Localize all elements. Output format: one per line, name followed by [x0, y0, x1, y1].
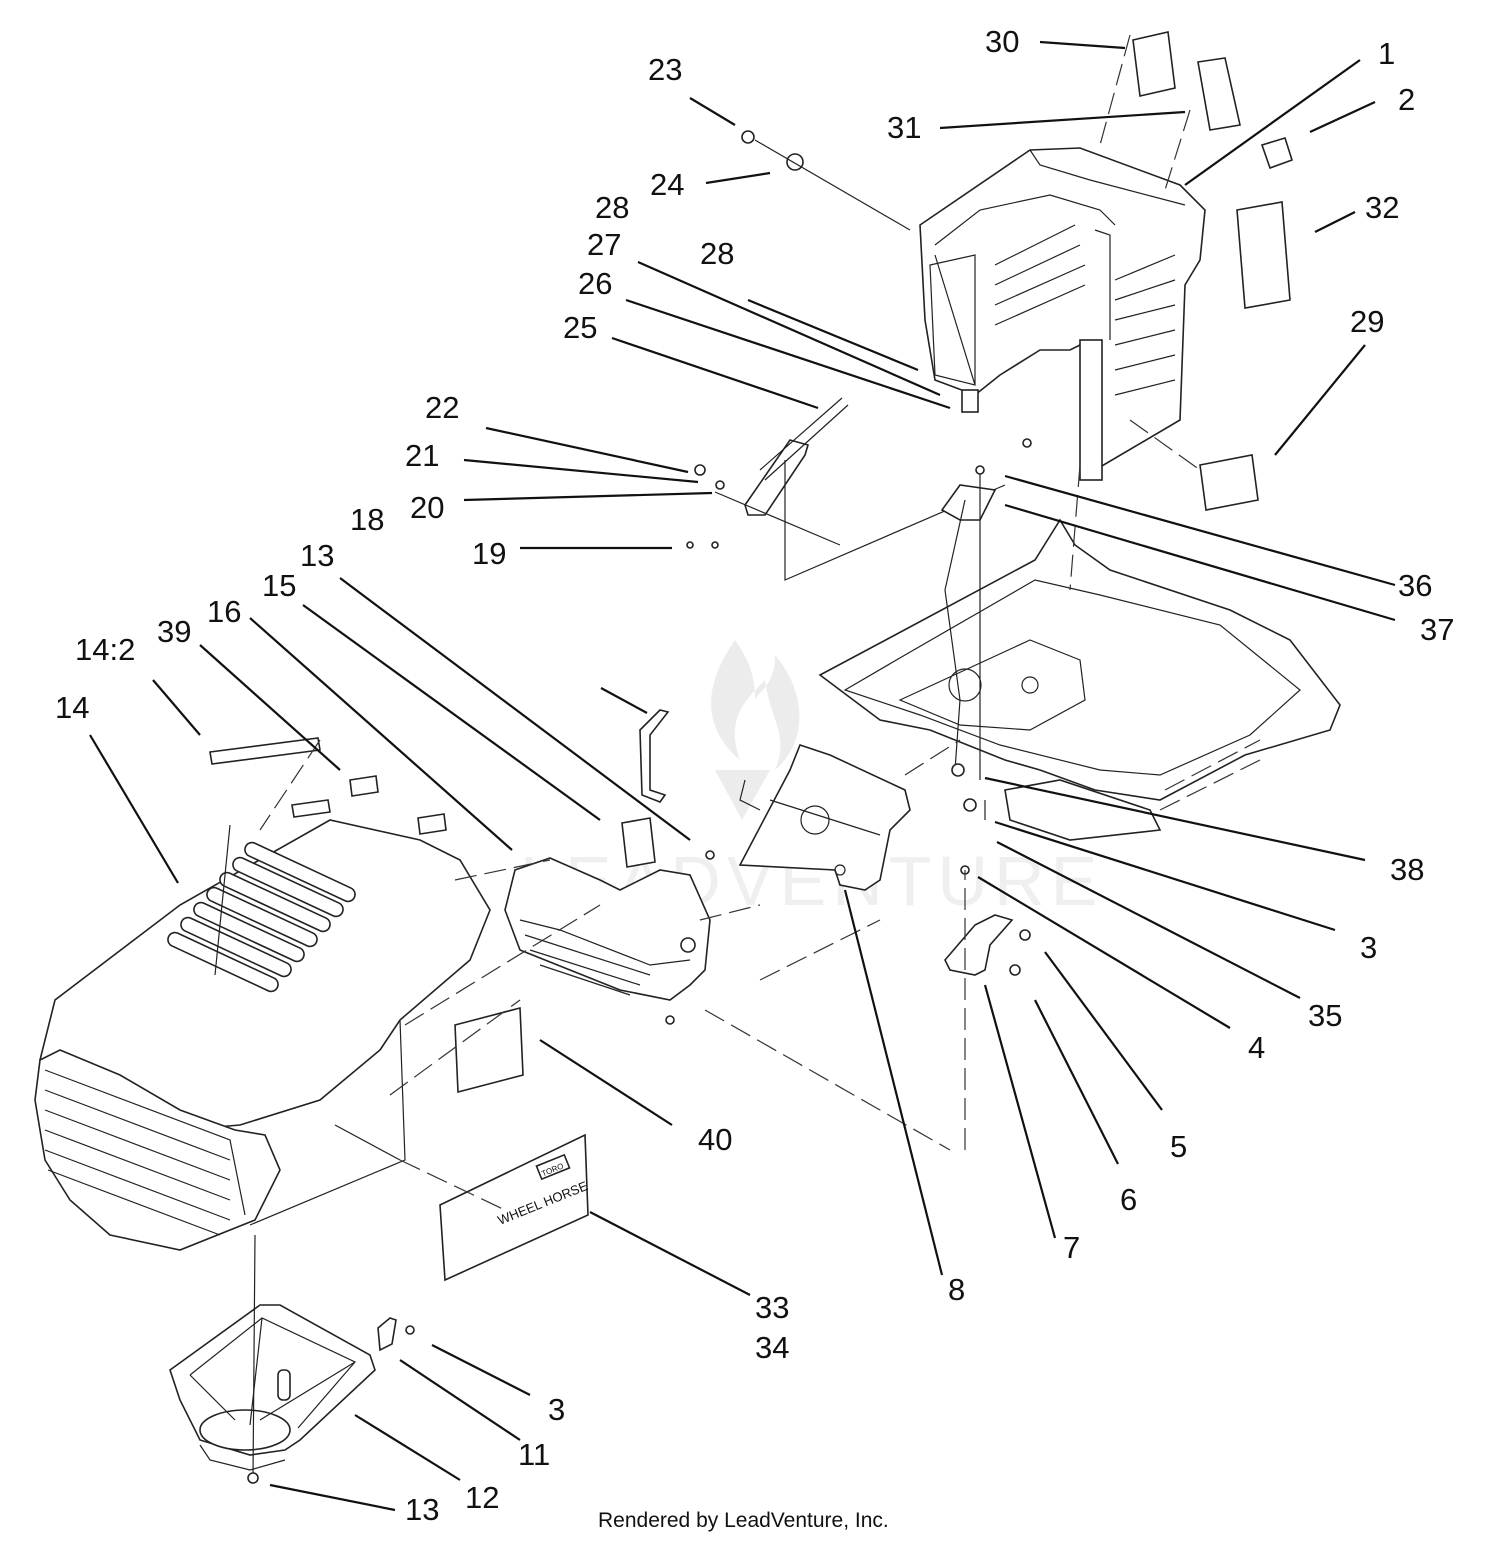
callout-36: 36 [1398, 568, 1432, 603]
callout-2: 2 [1398, 82, 1415, 117]
bracket-7 [944, 914, 1014, 976]
bracket-36 [940, 484, 997, 521]
callout-20: 20 [410, 490, 444, 525]
bracket-18 [639, 709, 670, 803]
callout-33: 33 [755, 1290, 789, 1325]
callout-28-b: 28 [700, 236, 734, 271]
callout-11: 11 [518, 1437, 550, 1472]
decal-40 [454, 1006, 524, 1094]
callout-13-top: 13 [300, 538, 334, 573]
callout-18: 18 [350, 502, 384, 537]
callout-28-a: 28 [595, 190, 629, 225]
callout-labels: 1 2 3 3 4 5 6 7 8 11 12 13 13 14 14:2 15… [55, 24, 1454, 1527]
seat-pan-slots [994, 224, 1176, 396]
callout-22: 22 [425, 390, 459, 425]
callout-5: 5 [1170, 1129, 1187, 1164]
pan-12 [169, 1304, 376, 1471]
decal-33-34: WHEEL HORSE TORO [439, 1133, 590, 1282]
callout-3-right: 3 [1360, 930, 1377, 965]
callout-7: 7 [1063, 1230, 1080, 1265]
callout-4: 4 [1248, 1030, 1265, 1065]
callout-3-bottom: 3 [548, 1392, 565, 1427]
callout-29: 29 [1350, 304, 1384, 339]
callout-39: 39 [157, 614, 191, 649]
callout-16: 16 [207, 594, 241, 629]
decal-15 [621, 817, 656, 868]
watermark-logo [711, 640, 800, 820]
callout-37: 37 [1420, 612, 1454, 647]
decal-39-b [417, 813, 447, 835]
decal-39-a [349, 775, 379, 797]
washer-24 [786, 153, 804, 171]
callout-34: 34 [755, 1330, 789, 1365]
callout-19: 19 [472, 536, 506, 571]
dash-cover-16 [504, 850, 715, 1025]
nut-23 [741, 130, 755, 144]
callout-6: 6 [1120, 1182, 1137, 1217]
trim-strip-14-2 [209, 737, 321, 765]
callout-14: 14 [55, 690, 89, 725]
seat-adjust-assembly [686, 397, 1032, 581]
callout-27: 27 [587, 227, 621, 262]
callout-38: 38 [1390, 852, 1424, 887]
callout-30: 30 [985, 24, 1019, 59]
callout-12: 12 [465, 1480, 499, 1515]
callout-23: 23 [648, 52, 682, 87]
render-credit: Rendered by LeadVenture, Inc. [598, 1509, 889, 1532]
callout-25: 25 [563, 310, 597, 345]
control-panel-8 [738, 744, 911, 891]
construction-lines [259, 34, 1261, 1211]
callout-15: 15 [262, 568, 296, 603]
callout-21: 21 [405, 438, 439, 473]
decal-31 [1197, 57, 1241, 131]
hood-14 [34, 819, 491, 1251]
floor-pan [818, 518, 1341, 841]
hood-vents [167, 841, 356, 993]
callout-24: 24 [650, 167, 684, 202]
seat-pan-shroud [919, 147, 1206, 481]
callout-8: 8 [948, 1272, 965, 1307]
bracket-11 [377, 1317, 397, 1352]
callout-13-bottom: 13 [405, 1492, 439, 1527]
callout-35: 35 [1308, 998, 1342, 1033]
callout-32: 32 [1365, 190, 1399, 225]
decal-30 [1132, 31, 1176, 97]
decal-32 [1236, 201, 1291, 309]
callout-40: 40 [698, 1122, 732, 1157]
callout-14-2: 14:2 [75, 632, 135, 667]
callout-26: 26 [578, 266, 612, 301]
callout-1: 1 [1378, 36, 1395, 71]
callout-31: 31 [887, 110, 921, 145]
leader-lines [89, 40, 1396, 1512]
decal-29 [1199, 454, 1259, 511]
knob-2 [1260, 137, 1293, 170]
hood-emblem [291, 799, 331, 818]
